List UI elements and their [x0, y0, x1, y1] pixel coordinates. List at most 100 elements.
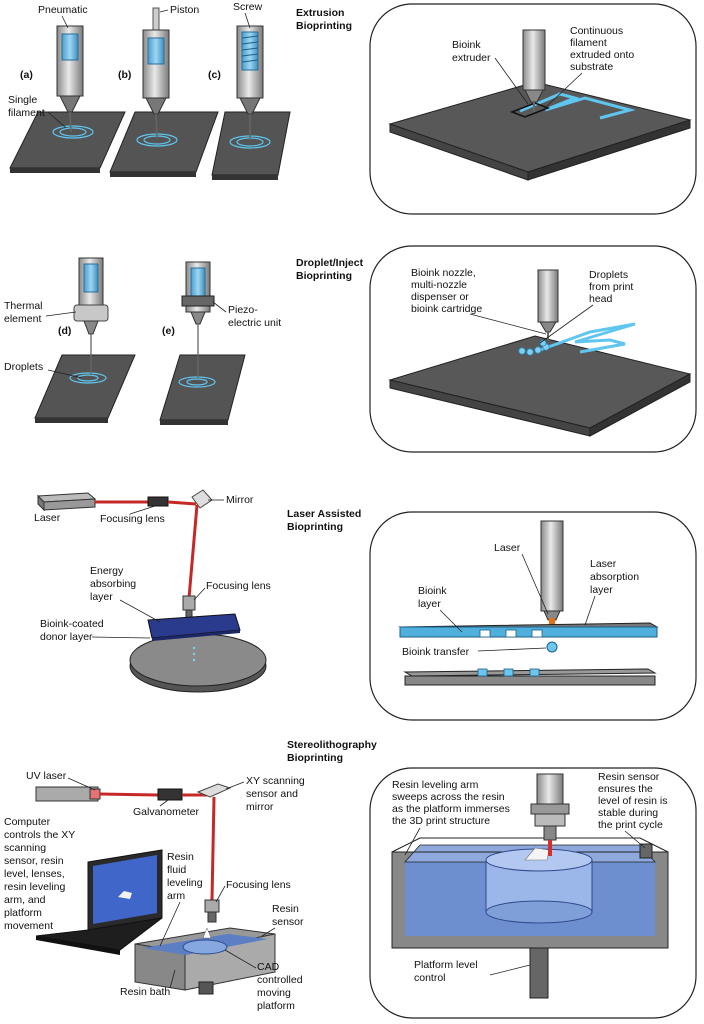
- label-ensures-3: level of resin is: [598, 795, 667, 807]
- extrusion-title-1: Extrusion: [296, 7, 344, 19]
- thermal-printhead: [73, 257, 109, 375]
- label-platform-level-1: Platform level: [414, 959, 478, 971]
- label-droplets: Droplets: [4, 361, 43, 373]
- label-resin-bath: Resin bath: [120, 986, 170, 998]
- laser-title-1: Laser Assisted: [287, 508, 361, 520]
- label-laser: Laser: [34, 512, 61, 524]
- label-sweep-3: as the platform immerses: [392, 803, 510, 815]
- label-piezo-2: electric unit: [228, 317, 281, 329]
- pneumatic-syringe: [56, 25, 84, 133]
- label-energy-2: absorbing: [90, 578, 136, 590]
- label-computer-7: arm, and: [4, 894, 46, 906]
- label-computer-8: platform: [4, 907, 42, 919]
- tag-a: (a): [20, 69, 33, 81]
- label-bioink: Bioink: [452, 39, 481, 51]
- label-donor-1: Bioink-coated: [40, 618, 104, 630]
- piston-syringe: [142, 7, 170, 139]
- label-ensures-2: ensures the: [598, 783, 653, 795]
- label-thermal-1: Thermal: [4, 300, 43, 312]
- label-pneumatic: Pneumatic: [38, 4, 88, 16]
- extrusion-panel-extruder: [522, 29, 546, 112]
- droplet-panel-printhead: [537, 269, 559, 340]
- label-sweep-1: Resin leveling arm: [392, 779, 479, 791]
- label-resin-sensor-2: sensor: [272, 916, 304, 928]
- label-fromhead-1: Droplets: [589, 269, 628, 281]
- extrusion-section: Pneumatic Piston Screw (a) (b) (c) Singl…: [8, 1, 697, 215]
- resin-bath: [134, 927, 276, 995]
- stereo-title-1: Stereolithography: [287, 739, 377, 751]
- tag-b: (b): [118, 69, 131, 81]
- label-computer-2: controls the XY: [4, 829, 75, 841]
- laser-source: [36, 492, 97, 512]
- label-continuous-3: extruded onto: [570, 49, 634, 61]
- extrusion-panel-platform: [388, 81, 692, 181]
- label-xy-1: XY scanning: [246, 775, 305, 787]
- label-absorption-2: absorption: [590, 571, 639, 583]
- label-platform-level-2: control: [414, 972, 446, 984]
- label-nozzle-1: Bioink nozzle,: [411, 267, 476, 279]
- label-xy-3: mirror: [246, 801, 274, 813]
- donor-disc: [129, 633, 267, 693]
- laser-panel: [369, 511, 697, 721]
- sla-focusing-lens: [204, 899, 220, 923]
- label-transfer: Bioink transfer: [402, 646, 470, 658]
- label-resin-sensor-1: Resin: [272, 903, 299, 915]
- label-piezo-1: Piezo-: [228, 304, 258, 316]
- label-resin-arm-2: fluid: [167, 864, 186, 876]
- stereo-panel-platform: [485, 847, 593, 999]
- slide-b: [109, 111, 219, 177]
- stereo-title-2: Bioprinting: [287, 752, 343, 764]
- label-energy-1: Energy: [90, 565, 124, 577]
- label-computer-3: scanning: [4, 842, 46, 854]
- xy-mirror: [196, 783, 232, 798]
- droplet-panel-platform: [388, 322, 692, 437]
- label-energy-3: layer: [90, 591, 113, 603]
- label-bioink-layer-1: Bioink: [418, 585, 447, 597]
- tag-e: (e): [162, 325, 175, 337]
- label-resin-arm-1: Resin: [167, 851, 194, 863]
- label-focusing-lens-1: Focusing lens: [100, 513, 165, 525]
- label-thermal-2: element: [4, 313, 41, 325]
- label-resin-arm-4: arm: [167, 890, 185, 902]
- label-fromhead-2: from print: [589, 281, 633, 293]
- tag-d: (d): [58, 325, 71, 337]
- label-xy-2: sensor and: [246, 788, 298, 800]
- label-donor-2: donor layer: [40, 631, 93, 643]
- laser-panel-upper-plate: [398, 622, 659, 653]
- label-computer-9: movement: [4, 920, 53, 932]
- label-galvanometer: Galvanometer: [133, 806, 199, 818]
- label-cad-2: controlled: [257, 974, 303, 986]
- screw-syringe: [236, 25, 264, 140]
- uv-laser: [35, 786, 101, 802]
- slide-e: [159, 354, 246, 425]
- laser-section: Laser Focusing lens Mirror Energy absorb…: [34, 489, 697, 721]
- slide-a: [9, 111, 126, 173]
- droplet-section: Thermal element (d) Piezo- electric unit…: [4, 245, 697, 453]
- laser-panel-beam: [540, 520, 564, 626]
- stereo-panel-head: [530, 773, 570, 856]
- label-laser-right: Laser: [494, 542, 521, 554]
- label-nozzle-3: dispenser or: [411, 291, 469, 303]
- label-extruder: extruder: [452, 52, 491, 64]
- label-single: Single: [8, 94, 37, 106]
- extrusion-title-2: Bioprinting: [296, 20, 352, 32]
- label-cad-1: CAD: [257, 961, 280, 973]
- laser-title-2: Bioprinting: [287, 521, 343, 533]
- label-sweep-4: the 3D print structure: [392, 815, 490, 827]
- label-continuous-2: filament: [570, 37, 607, 49]
- label-computer-4: sensor, resin: [4, 855, 64, 867]
- label-resin-arm-3: leveling: [167, 877, 203, 889]
- label-piston: Piston: [170, 4, 199, 16]
- label-uv-laser: UV laser: [26, 770, 67, 782]
- tag-c: (c): [208, 69, 221, 81]
- piezo-printhead: [181, 261, 215, 378]
- slide-c: [211, 111, 291, 180]
- stereo-section: UV laser Galvanometer XY scanning sensor…: [4, 739, 697, 1019]
- label-focusing-lens-2: Focusing lens: [206, 580, 271, 592]
- label-nozzle-4: bioink cartridge: [411, 303, 482, 315]
- focusing-lens-1: [147, 496, 169, 507]
- laptop: [35, 849, 163, 955]
- label-continuous-1: Continuous: [570, 25, 623, 37]
- label-continuous-4: substrate: [570, 61, 613, 73]
